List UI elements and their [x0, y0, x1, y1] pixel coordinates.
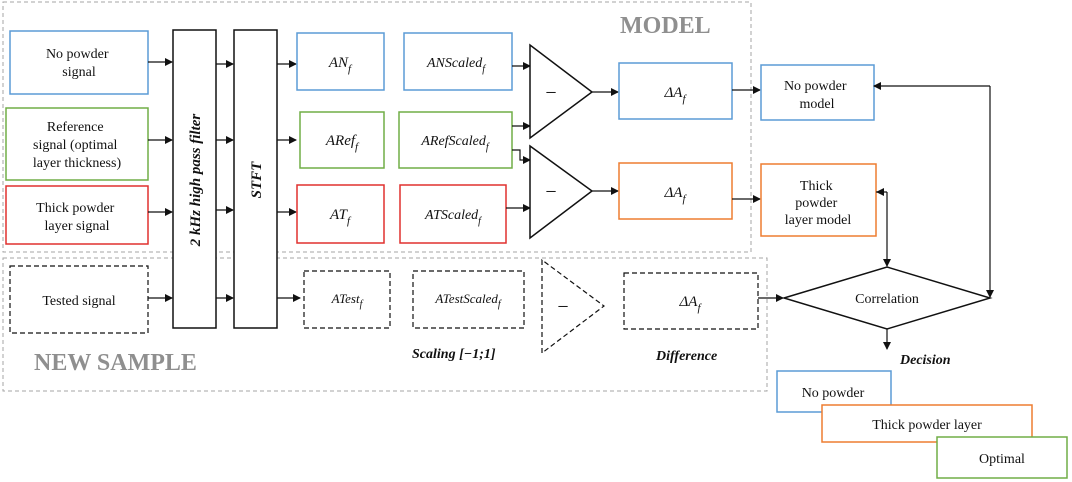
decision-label: Decision [899, 353, 951, 368]
aref-scaled-box [398, 111, 513, 169]
delta-box-1 [618, 62, 733, 120]
outcome-optimal-label: Optimal [979, 452, 1025, 467]
delta-box-test [623, 272, 759, 330]
an-scaled-label: ANScaledf [426, 56, 486, 75]
aref-spectrum-label: AReff [325, 133, 360, 153]
an-scaled-box [403, 32, 513, 91]
stft-label: STFT [249, 161, 265, 199]
delta-box-test-label: ΔAf [678, 294, 702, 314]
high-pass-filter-label: 2 kHz high pass filter [188, 114, 204, 248]
an-spectrum-label: ANf [328, 55, 353, 75]
thick-powder-signal-label: Thick powder layer signal [36, 201, 118, 234]
subtractor-2 [529, 144, 594, 240]
correlation-diamond [781, 266, 993, 330]
tested-signal-box [9, 265, 149, 334]
at-scaled-label: ATScaledf [424, 208, 482, 227]
outcome-optimal-box [936, 436, 1068, 479]
outcome-thick-powder-box [821, 404, 1033, 443]
thick-powder-signal-box [5, 185, 149, 245]
subtractor-1 [529, 43, 594, 140]
model-section-title: MODEL [620, 13, 711, 39]
new-sample-section-title: NEW SAMPLE [34, 350, 197, 376]
delta-box-2-label: ΔAf [663, 185, 687, 205]
stft-block [233, 29, 278, 329]
subtractor-1-minus: − [545, 82, 556, 104]
outcome-no-powder-label: No powder [802, 386, 865, 401]
correlation-label: Correlation [855, 292, 919, 307]
atest-spectrum-box [303, 270, 391, 329]
subtractor-test-minus: − [557, 296, 568, 318]
subtractor-2-minus: − [545, 181, 556, 203]
high-pass-filter-block [172, 29, 217, 329]
tested-signal-label: Tested signal [42, 294, 115, 309]
atest-spectrum-label: ATestf [331, 291, 364, 310]
model-section-frame [2, 1, 752, 253]
scaling-label: Scaling [−1;1] [412, 347, 496, 362]
at-spectrum-label: ATf [329, 207, 352, 227]
an-spectrum-box [296, 32, 385, 91]
aref-scaled-label: ARefScaledf [420, 134, 490, 153]
subtractor-test [541, 258, 606, 355]
new-sample-section-frame [2, 257, 768, 392]
no-powder-signal-box [9, 30, 149, 95]
thick-powder-model-box [760, 163, 877, 237]
outcome-thick-powder-label: Thick powder layer [872, 418, 982, 433]
difference-label: Difference [655, 349, 717, 364]
no-powder-signal-label: No powder signal [46, 47, 112, 80]
reference-signal-box [5, 107, 149, 181]
reference-signal-label: Reference signal (optimal layer thicknes… [33, 120, 122, 171]
delta-box-2 [618, 162, 733, 220]
at-scaled-box [399, 184, 507, 244]
at-spectrum-box [296, 184, 385, 244]
atest-scaled-label: ATestScaledf [434, 291, 502, 310]
delta-box-1-label: ΔAf [663, 85, 687, 105]
atest-scaled-box [412, 270, 525, 329]
aref-spectrum-box [299, 111, 385, 169]
no-powder-model-box [760, 64, 875, 121]
no-powder-model-label: No powder model [784, 79, 850, 112]
thick-powder-model-label: Thick powder layer model [785, 179, 852, 228]
